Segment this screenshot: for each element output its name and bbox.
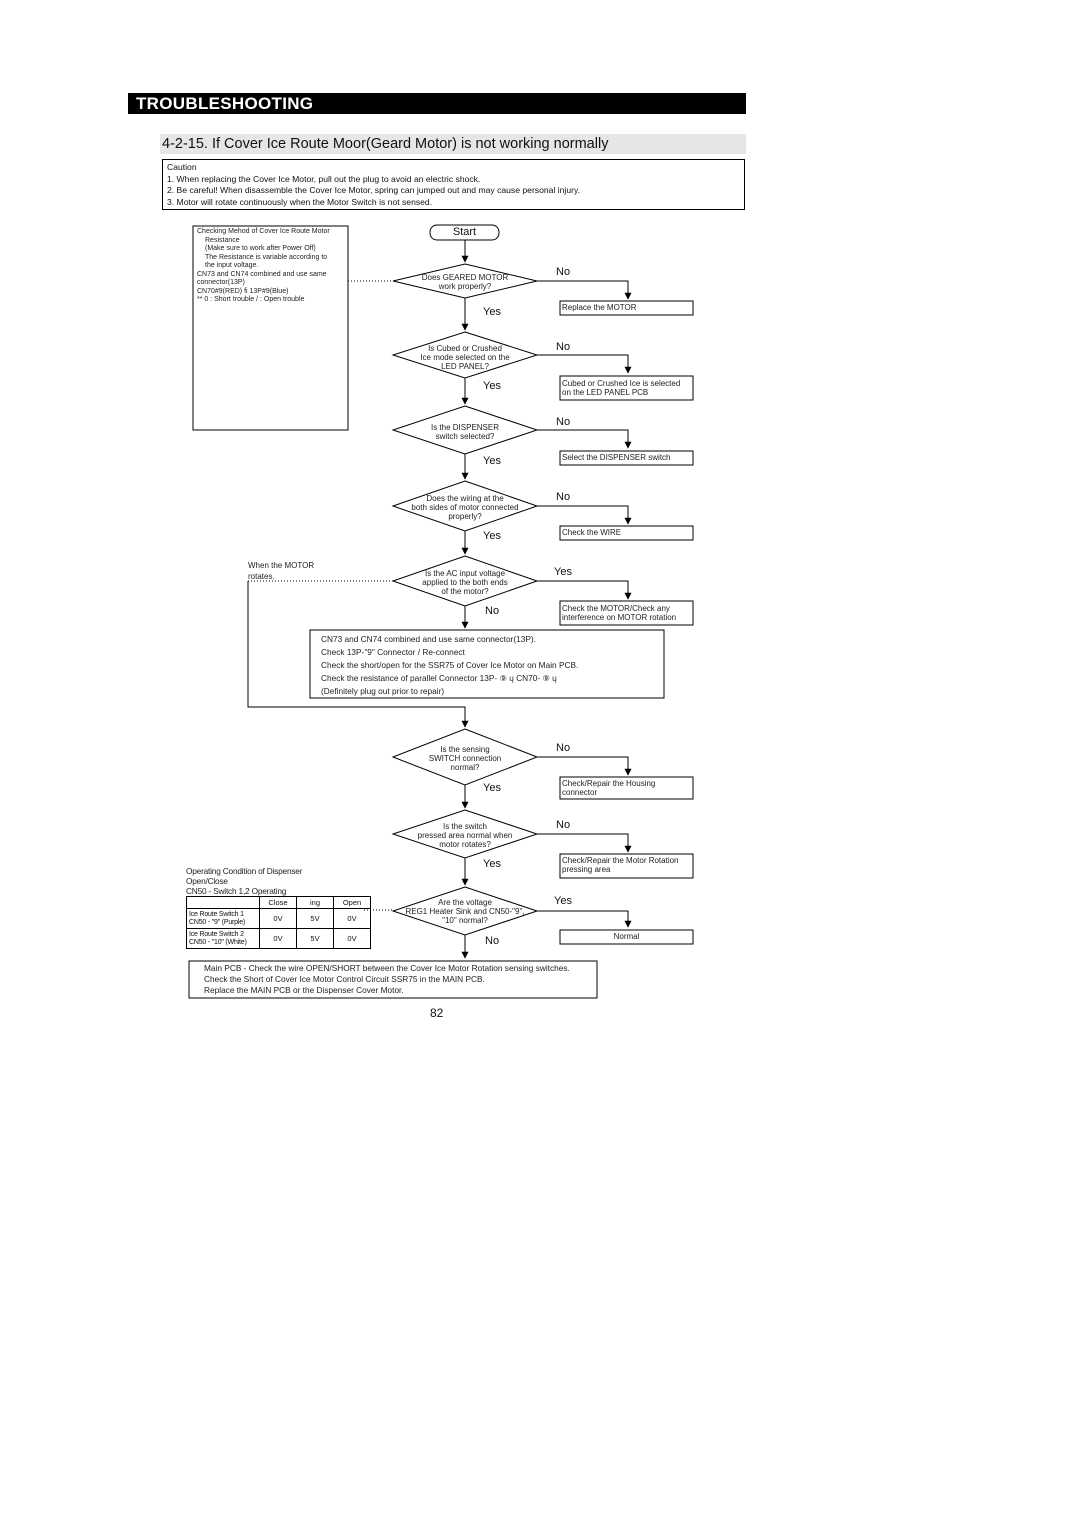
- table-cell: 0V: [333, 908, 371, 929]
- table-cell: 0V: [259, 908, 297, 929]
- no-label: No: [556, 491, 571, 503]
- table-cell: 5V: [296, 908, 334, 929]
- no-label: No: [556, 416, 571, 428]
- resistance-note-box: [192, 225, 349, 431]
- no-label: No: [556, 742, 571, 754]
- caution-box: Caution 1. When replacing the Cover Ice …: [162, 159, 745, 210]
- yes-label: Yes: [483, 380, 501, 392]
- action-2: Cubed or Crushed Ice is selected on the …: [562, 379, 681, 397]
- operating-table: Close ing Open Ice Route Switch 1 CN50 -…: [186, 896, 371, 949]
- caution-item: 2. Be careful! When disassemble the Cove…: [167, 185, 581, 195]
- row-label: Ice Route Switch 2 CN50 - "10" (White): [186, 928, 260, 949]
- decision-5: Is the AC input voltage applied to the b…: [422, 569, 508, 596]
- action-box: [559, 776, 694, 800]
- col-header: Open: [333, 896, 371, 909]
- connector-check-text: CN73 and CN74 combined and use same conn…: [321, 634, 579, 696]
- action-7: Check/Repair the Motor Rotation pressing…: [562, 856, 679, 874]
- caution-label: Caution: [167, 162, 197, 172]
- action-box: [559, 450, 694, 466]
- decision-6: Is the sensing SWITCH connection normal?: [428, 745, 502, 772]
- yes-label: Yes: [554, 895, 572, 907]
- yes-label: Yes: [483, 782, 501, 794]
- decision-2: Is Cubed or Crushed Ice mode selected on…: [420, 344, 510, 371]
- yes-label: Yes: [554, 566, 572, 578]
- no-label: No: [485, 935, 500, 947]
- table-cell: 5V: [296, 928, 334, 949]
- no-label: No: [556, 341, 571, 353]
- operating-table-title: Operating Condition of Dispenser Open/Cl…: [186, 866, 303, 896]
- action-box: [559, 300, 694, 316]
- action-8: Normal: [613, 932, 640, 941]
- table-cell: 0V: [259, 928, 297, 949]
- action-4: Check the WIRE: [562, 528, 622, 537]
- no-label: No: [556, 819, 571, 831]
- final-check-box: [188, 960, 598, 999]
- yes-label: Yes: [483, 306, 501, 318]
- col-header: ing: [296, 896, 334, 909]
- action-box: [559, 600, 694, 626]
- action-box: [559, 853, 694, 879]
- action-3: Select the DISPENSER switch: [562, 453, 671, 462]
- action-1: Replace the MOTOR: [562, 303, 637, 312]
- final-check-text: Main PCB - Check the wire OPEN/SHORT bet…: [204, 963, 570, 995]
- decision-7: Is the switch pressed area normal when m…: [417, 822, 513, 849]
- decision-1: Does GEARED MOTOR work properly?: [421, 273, 509, 291]
- row-label: Ice Route Switch 1 CN50 - "9" (Purple): [186, 908, 260, 929]
- action-box: [559, 525, 694, 541]
- header-bar: TROUBLESHOOTING: [128, 93, 746, 114]
- connector-check-box: [309, 629, 665, 699]
- yes-label: Yes: [483, 530, 501, 542]
- caution-item: 3. Motor will rotate continuously when t…: [167, 196, 433, 207]
- action-box: [559, 375, 694, 401]
- yes-label: Yes: [483, 858, 501, 870]
- no-label: No: [556, 266, 571, 278]
- decision-8: Are the voltage REG1 Heater Sink and CN5…: [405, 898, 525, 925]
- caution-item: 1. When replacing the Cover Ice Motor, p…: [167, 173, 481, 184]
- action-box: [559, 929, 694, 945]
- yes-label: Yes: [483, 455, 501, 467]
- motor-rotates-note: When the MOTOR rotates.: [248, 561, 315, 581]
- section-title: 4-2-15. If Cover Ice Route Moor(Geard Mo…: [162, 136, 609, 152]
- section-bar: 4-2-15. If Cover Ice Route Moor(Geard Mo…: [160, 134, 746, 154]
- page-number: 82: [430, 1006, 444, 1020]
- no-label: No: [485, 605, 500, 617]
- table-cell: 0V: [333, 928, 371, 949]
- header-title: TROUBLESHOOTING: [136, 94, 314, 113]
- decision-3: Is the DISPENSER switch selected?: [430, 423, 500, 441]
- decision-4: Does the wiring at the both sides of mot…: [411, 494, 519, 521]
- start-label: Start: [452, 226, 477, 238]
- action-5: Check the MOTOR/Check any interference o…: [562, 604, 677, 622]
- resistance-note: Checking Mehod of Cover Ice Route Motor …: [197, 228, 330, 303]
- col-header: Close: [259, 896, 297, 909]
- action-6: Check/Repair the Housing connector: [562, 779, 656, 797]
